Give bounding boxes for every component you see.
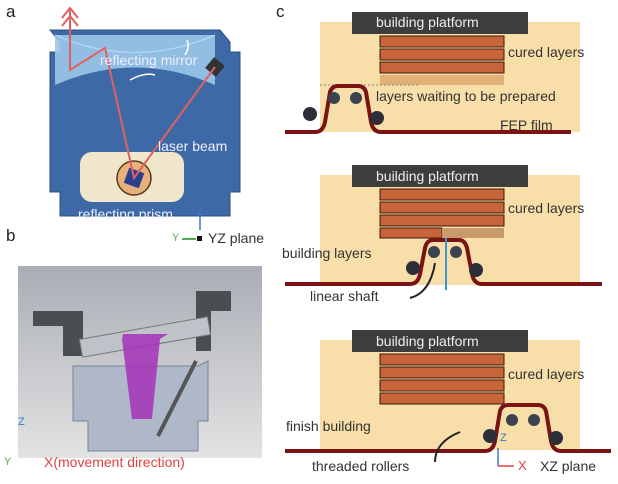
label-reflecting-prism: reflecting prism [78,206,173,222]
step-2 [285,165,602,299]
yz-plane-label: YZ plane [208,230,265,246]
fep-film-label: FEP film [500,117,553,133]
platform-label-2: building platform [376,168,479,184]
cured-label-2: cured layers [508,200,585,216]
output-arrow-icon [61,6,79,27]
axis-z-label-c: Z [500,432,507,444]
axis-origin-icon [197,236,202,241]
rotation-arrow-icon [184,39,189,56]
axis-x-label-b: X(movement direction) [44,454,185,470]
cured-label-1: cured layers [508,44,585,60]
axis-y-arrow-icon [182,238,196,240]
platform-label-3: building platform [376,333,479,349]
magenta-beam [122,334,168,419]
panel-c-diagram [285,12,611,467]
cured-label-3: cured layers [508,366,585,382]
axis-z-label-b: Z [18,416,25,428]
rail-arm-left [33,311,83,356]
platform [352,12,528,34]
threaded-rollers-label: threaded rollers [312,458,410,474]
waiting-layers-label: layers waiting to be prepared [376,88,556,104]
step-3 [285,330,611,467]
panel-b-letter: b [6,226,16,245]
axis-y-label: Y [172,232,180,244]
step-1 [285,12,580,134]
panel-a-letter: a [6,2,16,21]
axis-x-label-c: X [518,458,527,473]
fep-film [285,84,571,134]
panel-a-diagram [48,6,241,230]
axis-y-label-b: Y [4,456,12,468]
reflecting-mirror-shape [55,35,215,85]
panel-b-render [18,266,262,458]
axis-z-label: Z [197,206,204,218]
label-laser-beam: laser beam [158,138,228,154]
linear-shaft-label: linear shaft [310,288,379,304]
platform-label-1: building platform [376,14,479,30]
panel-c-letter: c [276,2,285,21]
finish-building-label: finish building [286,418,371,434]
rotation-arrow-icon-2 [129,73,156,81]
laser-beam-path [69,10,216,181]
building-layers-label: building layers [282,245,372,261]
xz-plane-label: XZ plane [540,458,597,474]
label-reflecting-mirror: reflecting mirror [100,52,198,68]
